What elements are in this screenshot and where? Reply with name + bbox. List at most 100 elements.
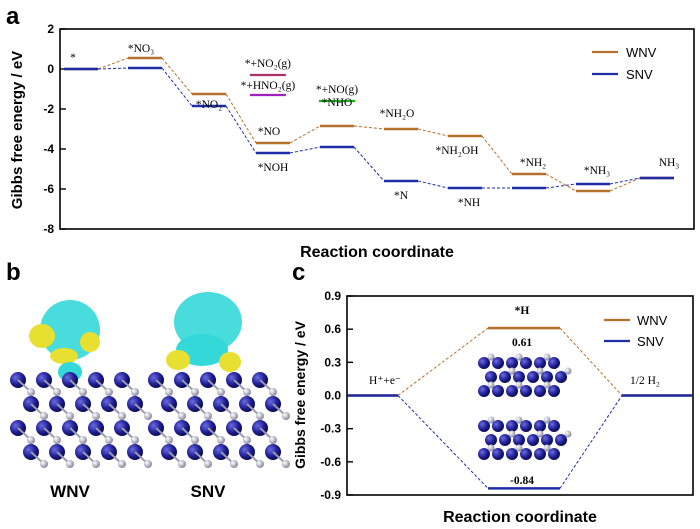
nitrogen-atom — [534, 420, 546, 432]
nitrogen-atom — [555, 371, 567, 383]
panel-b-caption-snv: SNV — [191, 482, 227, 501]
isosurface-yellow-lobe — [29, 324, 55, 348]
panel-a-step-label: *NH₂OH — [436, 145, 479, 157]
nitrogen-atom — [506, 357, 518, 369]
panel-a-connector-wnv — [161, 57, 193, 95]
metal-atom — [515, 444, 523, 452]
metal-atom — [118, 460, 126, 468]
metal-atom — [269, 436, 277, 444]
isosurface — [29, 300, 100, 382]
metal-atom — [105, 388, 113, 396]
panel-c-connector-snv — [397, 395, 489, 489]
panel-a-connector-snv — [417, 180, 449, 189]
panel-a-step-label: *NHO — [322, 97, 353, 109]
panel-c-label-left: H⁺+e⁻ — [369, 375, 401, 387]
panel-a-connector-wnv — [353, 125, 385, 130]
metal-atom — [243, 388, 251, 396]
metal-atom — [27, 436, 35, 444]
metal-atom — [53, 388, 61, 396]
panel-b: b WNV SNV — [6, 259, 290, 501]
panel-a-legend: WNV SNV — [592, 45, 657, 82]
panel-c-ytick-label: 0.3 — [324, 355, 341, 369]
metal-atom — [564, 430, 572, 438]
panel-a-step-label: *NO₂ — [196, 99, 222, 111]
panel-a-side-label: *+NO₂(g) — [245, 58, 291, 70]
panel-a-connector-wnv — [481, 135, 513, 175]
metal-atom — [543, 416, 551, 424]
metal-atom — [508, 367, 516, 375]
nitrogen-atom — [548, 357, 560, 369]
panel-a-connector-snv — [609, 177, 641, 185]
metal-atom — [204, 412, 212, 420]
nitrogen-atom — [492, 385, 504, 397]
panel-a-step-label: *NO — [258, 126, 280, 138]
panel-a-connector-snv — [545, 183, 577, 189]
metal-atom — [191, 436, 199, 444]
isosurface-yellow-lobe — [219, 352, 241, 372]
panel-c-legend: WNV SNV — [604, 313, 668, 349]
panel-b-letter: b — [6, 259, 21, 286]
panel-a-lines — [64, 56, 674, 193]
nitrogen-atom — [492, 420, 504, 432]
nitrogen-atom — [492, 448, 504, 460]
panel-a-ytick-label: -8 — [43, 222, 54, 236]
panel-a-connector-wnv — [545, 173, 577, 192]
nitrogen-atom — [548, 385, 560, 397]
panel-c-ylabel: Gibbs free energy / eV — [292, 320, 308, 468]
nitrogen-atom — [499, 434, 511, 446]
metal-atom — [508, 430, 516, 438]
nitrogen-atom — [534, 448, 546, 460]
panel-c-label-mid: *H — [515, 305, 530, 317]
metal-atom — [144, 412, 152, 420]
panel-a-connector-wnv — [417, 128, 449, 137]
panel-c-legend-snv: SNV — [637, 334, 664, 349]
panel-a-side-label: *+HNO₂(g) — [241, 80, 296, 92]
metal-atom — [105, 436, 113, 444]
panel-a-ytick-label: -4 — [43, 142, 54, 156]
panel-c-structure-insets — [478, 353, 572, 460]
metal-atom — [191, 388, 199, 396]
atom-lattice — [148, 372, 290, 468]
panel-c-xlabel: Reaction coordinate — [443, 509, 597, 526]
panel-a-ytick-label: -6 — [43, 182, 54, 196]
metal-atom — [217, 436, 225, 444]
panel-b-caption-wnv: WNV — [50, 482, 90, 501]
isosurface-yellow-lobe — [50, 348, 78, 364]
panel-a-step-label: *NOH — [258, 162, 289, 174]
metal-atom — [543, 381, 551, 389]
metal-atom — [204, 460, 212, 468]
panel-a-letter: a — [6, 3, 20, 30]
metal-atom — [543, 353, 551, 361]
metal-atom — [515, 381, 523, 389]
nitrogen-atom — [478, 420, 490, 432]
metal-atom — [118, 412, 126, 420]
panel-a-ytick-label: 0 — [47, 62, 54, 76]
metal-atom — [487, 416, 495, 424]
panel-a-connector-snv — [161, 67, 193, 107]
metal-atom — [40, 460, 48, 468]
metal-atom — [243, 436, 251, 444]
panel-a-connector-snv — [353, 146, 385, 182]
panel-a-side-label: *+NO(g) — [316, 84, 358, 96]
panel-a: a Gibbs free energy / eV Reaction coordi… — [6, 3, 695, 261]
metal-atom — [178, 412, 186, 420]
snv-structure — [148, 292, 290, 468]
panel-c-ticks: 0.90.60.30.0-0.3-0.6-0.9 — [320, 289, 353, 502]
nitrogen-atom — [548, 420, 560, 432]
panel-a-ticks: 20-2-4-6-8 — [43, 22, 66, 236]
metal-atom — [165, 436, 173, 444]
panel-a-legend-snv: SNV — [626, 67, 653, 82]
nitrogen-atom — [527, 434, 539, 446]
metal-atom — [487, 444, 495, 452]
panel-a-step-labels: **NO₃*NO₂*NO*NOH*NHO*NH₂O*N*NH₂OH*NH*NH₂… — [70, 43, 679, 209]
metal-atom — [92, 460, 100, 468]
metal-atom — [230, 460, 238, 468]
metal-atom — [165, 388, 173, 396]
nitrogen-atom — [506, 385, 518, 397]
metal-atom — [40, 412, 48, 420]
panel-c-connector-wnv — [397, 327, 489, 396]
panel-c-ytick-label: -0.3 — [320, 422, 341, 436]
isosurface-yellow-lobe — [80, 332, 100, 352]
panel-a-step-label: NH₃ — [659, 157, 680, 169]
nitrogen-atom — [485, 434, 497, 446]
